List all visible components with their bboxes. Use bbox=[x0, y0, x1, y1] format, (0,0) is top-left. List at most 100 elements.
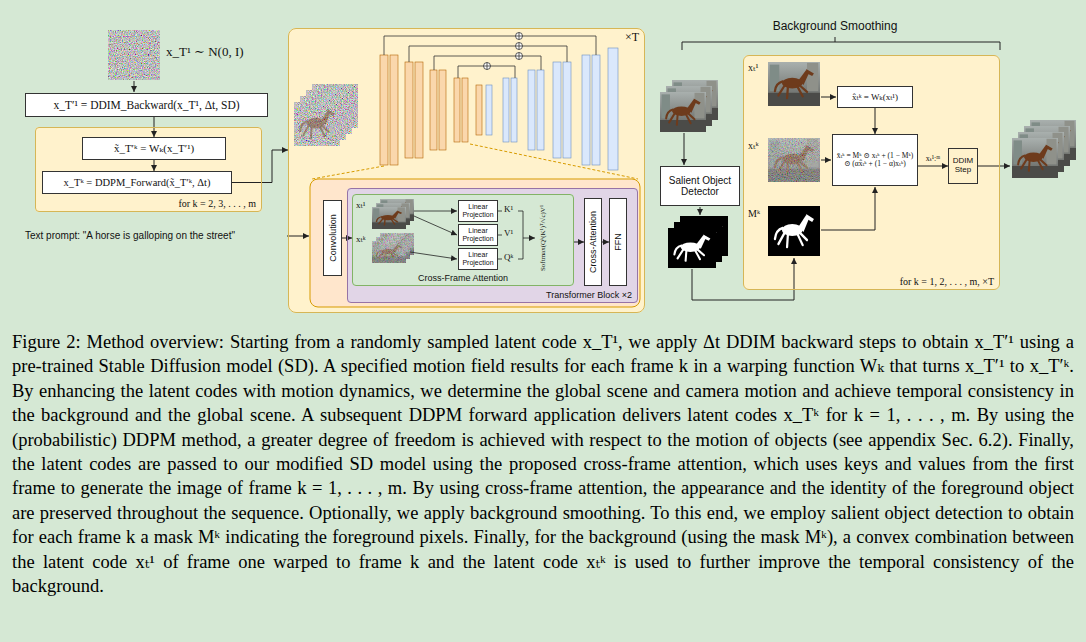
unet-encoder bbox=[476, 85, 482, 135]
latent-stack bbox=[294, 102, 340, 146]
unet-decoder bbox=[563, 62, 571, 158]
box-text: FFN bbox=[613, 233, 623, 251]
container-fills bbox=[35, 28, 1000, 313]
unet-decoder bbox=[503, 78, 509, 142]
text-label: Mᵏ bbox=[748, 208, 760, 219]
unet-decoder bbox=[582, 55, 590, 165]
unet-decoder bbox=[511, 78, 517, 142]
attention-arrows bbox=[498, 211, 502, 259]
arrow bbox=[700, 207, 701, 215]
box-fill bbox=[288, 28, 645, 313]
box-text: Linear Projection bbox=[462, 251, 494, 267]
connector bbox=[602, 242, 609, 243]
box-fill bbox=[352, 194, 574, 286]
process-box: Linear Projection bbox=[458, 200, 498, 222]
process-box: x̂ₜᵏ = Wₖ(xₜ¹) bbox=[837, 86, 913, 108]
unet-encoder bbox=[405, 62, 413, 158]
text-label: V¹ bbox=[504, 229, 513, 239]
box-text: DDIM Step bbox=[952, 157, 974, 175]
text-label: Text prompt: "A horse is galloping on th… bbox=[25, 230, 235, 241]
mask-stack bbox=[668, 228, 716, 268]
frame-stack bbox=[660, 92, 706, 132]
arrow bbox=[684, 133, 685, 165]
figure-caption: Figure 2: Method overview: Starting from… bbox=[12, 330, 1074, 598]
unet-decoder bbox=[537, 70, 544, 150]
box-text: x̄ₜᵏ = Mᵏ ⊙ xₜᵏ + (1 − Mᵏ) ⊙ (αx̂ₜᵏ + (1… bbox=[836, 152, 914, 169]
output-stack bbox=[1012, 138, 1058, 178]
unet-encoder bbox=[462, 78, 468, 142]
unet-encoder bbox=[430, 70, 437, 150]
arrow bbox=[134, 81, 135, 92]
latent-stack bbox=[294, 84, 358, 146]
zoom-lines bbox=[470, 144, 638, 179]
attention-arrows bbox=[414, 216, 457, 235]
process-box: x_Tᵏ = DDPM_Forward(x̃_T′ᵏ, Δt) bbox=[42, 171, 232, 194]
box-text: Convolution bbox=[327, 214, 337, 262]
unet-encoder bbox=[380, 55, 388, 165]
box-text: Linear Projection bbox=[462, 203, 494, 219]
unet-encoder bbox=[454, 78, 460, 142]
text-label: K¹ bbox=[504, 205, 513, 215]
zoom-lines bbox=[312, 144, 638, 179]
box-text: Salient Object Detector bbox=[664, 175, 736, 197]
process-box: Linear Projection bbox=[458, 224, 498, 246]
group-box: Transformer Block ×2 Cross-Frame Attentio… bbox=[347, 188, 638, 303]
group-box: for k = 1, 2, . . . , m, ×T x̂ₜᵏ = Wₖ(xₜ¹… bbox=[743, 55, 1000, 290]
box-text: Transformer Block ×2 bbox=[546, 290, 632, 300]
connector bbox=[875, 108, 876, 134]
unet-decoder bbox=[528, 70, 535, 150]
box-text: x̂ₜᵏ = Wₖ(xₜ¹) bbox=[852, 92, 898, 102]
prompt-arrow bbox=[287, 236, 309, 237]
text-label: xₜ¹ bbox=[748, 62, 758, 73]
unet-decoder bbox=[608, 48, 618, 170]
frame-image bbox=[768, 62, 820, 106]
skip-connections bbox=[384, 33, 596, 79]
noise-image bbox=[108, 30, 160, 80]
mask-stack bbox=[668, 216, 728, 268]
box-text: Linear Projection bbox=[462, 227, 494, 243]
frame-stack bbox=[372, 199, 414, 263]
box-text: for k = 1, 2, . . . , m, ×T bbox=[900, 276, 994, 287]
edge-label: xₜ¹:ᵐ bbox=[925, 155, 942, 164]
group-box: ×TTransformer Block ×2Cross-Frame Attent… bbox=[288, 28, 645, 313]
frame-stack bbox=[372, 241, 406, 263]
process-box: x_T′¹ = DDIM_Backward(x_T¹, Δt, SD) bbox=[25, 93, 268, 117]
arrow bbox=[821, 97, 836, 98]
box-fill bbox=[35, 127, 262, 212]
frame-image bbox=[768, 138, 820, 182]
connector bbox=[154, 160, 155, 171]
text-label: x_T¹ ∼ N(0, I) bbox=[166, 45, 244, 59]
text-label: xₜᵏ bbox=[748, 140, 759, 151]
connector bbox=[232, 150, 288, 183]
box-text: x_Tᵏ = DDPM_Forward(x̃_T′ᵏ, Δt) bbox=[64, 177, 211, 189]
attention-arrows bbox=[523, 238, 535, 239]
process-box: x̄ₜᵏ = Mᵏ ⊙ xₜᵏ + (1 − Mᵏ) ⊙ (αx̂ₜᵏ + (1… bbox=[832, 134, 918, 186]
attention-arrows bbox=[410, 252, 457, 259]
bracket bbox=[682, 37, 1000, 50]
text-label: Qᵏ bbox=[504, 253, 513, 263]
arrow bbox=[821, 187, 875, 230]
box-fill bbox=[347, 188, 638, 303]
attention-arrows bbox=[518, 211, 523, 259]
zoom-panel bbox=[310, 179, 640, 307]
connector bbox=[574, 242, 584, 243]
skip-connections bbox=[384, 36, 596, 55]
unet-decoder bbox=[486, 85, 492, 135]
zoom-lines bbox=[312, 166, 384, 179]
unet-encoder bbox=[439, 70, 446, 150]
skip-connections bbox=[484, 33, 523, 70]
arrow bbox=[821, 160, 831, 161]
unet-encoder bbox=[380, 55, 482, 165]
skip-connections bbox=[409, 46, 567, 62]
text-label: xₜᵏ bbox=[356, 235, 366, 245]
unet-encoder bbox=[415, 62, 423, 158]
connector bbox=[918, 166, 948, 167]
box-text: x̃_T′ᵏ = Wₖ(x_T′¹) bbox=[114, 142, 194, 154]
attention-arrows bbox=[414, 211, 457, 212]
unet-decoder bbox=[592, 55, 600, 165]
skip-connections bbox=[434, 56, 541, 70]
frame-stack bbox=[660, 80, 718, 132]
box-text: Cross-Frame Attention bbox=[418, 273, 508, 283]
formula-label: Softmax(Qᵏ(K¹)ᵀ/√c)V¹ bbox=[540, 205, 548, 271]
skip-connections bbox=[484, 33, 523, 70]
